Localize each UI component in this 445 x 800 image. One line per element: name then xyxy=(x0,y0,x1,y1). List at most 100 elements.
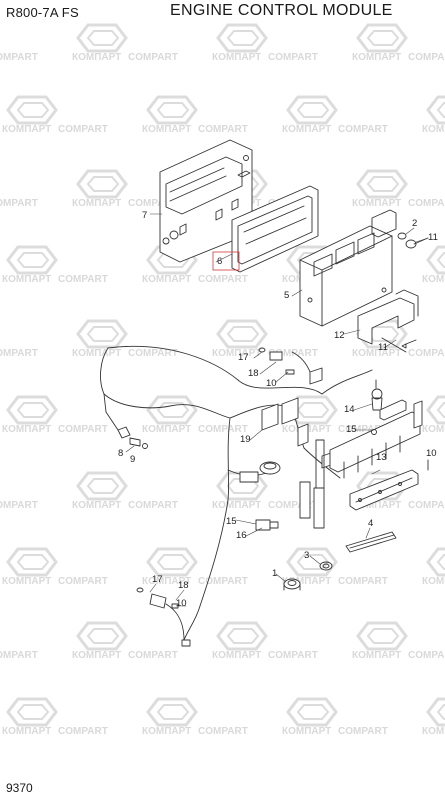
sensor-8 xyxy=(117,426,148,449)
svg-text:COMPART: COMPART xyxy=(408,198,445,209)
svg-text:КОМПАРТ: КОМПАРТ xyxy=(422,726,445,737)
callout-labels: 7 2 11 6 5 12 11 17 18 10 14 15 19 8 9 1… xyxy=(118,210,438,609)
svg-text:COMPART: COMPART xyxy=(128,52,178,63)
watermark-tile: КОМПАРТ COMPART xyxy=(2,697,108,737)
svg-text:COMPART: COMPART xyxy=(128,650,178,661)
callout-17-lower: 17 xyxy=(152,574,163,585)
svg-text:КОМПАРТ: КОМПАРТ xyxy=(142,124,191,135)
svg-text:КОМПАРТ: КОМПАРТ xyxy=(2,274,51,285)
svg-text:COMPART: COMPART xyxy=(0,650,38,661)
svg-text:COMPART: COMPART xyxy=(58,424,108,435)
watermark-tile: КОМПАРТ COMPART xyxy=(2,245,108,285)
bolt-10 xyxy=(401,339,429,471)
svg-text:КОМПАРТ: КОМПАРТ xyxy=(282,124,331,135)
svg-text:COMPART: COMPART xyxy=(198,124,248,135)
svg-text:COMPART: COMPART xyxy=(58,274,108,285)
svg-text:КОМПАРТ: КОМПАРТ xyxy=(212,650,261,661)
callout-8: 8 xyxy=(118,448,123,459)
callout-1: 1 xyxy=(272,568,277,579)
callout-5: 5 xyxy=(284,290,289,301)
svg-text:КОМПАРТ: КОМПАРТ xyxy=(212,500,261,511)
callout-10-lower: 10 xyxy=(176,598,187,609)
svg-text:КОМПАРТ: КОМПАРТ xyxy=(142,726,191,737)
svg-text:КОМПАРТ: КОМПАРТ xyxy=(2,726,51,737)
watermark-layer: КОМПАРТ COMPART КОМПАРТ COMPART КОМПАРТ COMPA… xyxy=(0,23,445,737)
mounting-bracket xyxy=(357,289,419,353)
callout-4: 4 xyxy=(368,518,373,529)
callout-17: 17 xyxy=(238,352,249,363)
svg-text:COMPART: COMPART xyxy=(338,124,388,135)
watermark-tile: КОМПАРТ COMPART xyxy=(2,95,108,135)
watermark-tile: КОМПАРТ COMPART xyxy=(72,621,178,661)
callout-15: 15 xyxy=(346,424,357,435)
svg-text:КОМПАРТ: КОМПАРТ xyxy=(282,726,331,737)
svg-text:COMPART: COMPART xyxy=(268,52,318,63)
svg-text:COMPART: COMPART xyxy=(338,576,388,587)
callout-7: 7 xyxy=(142,210,147,221)
svg-text:КОМПАРТ: КОМПАРТ xyxy=(352,500,401,511)
page-title: ENGINE CONTROL MODULE xyxy=(170,2,393,19)
svg-text:COMPART: COMPART xyxy=(58,726,108,737)
watermark-tile: КОМПАРТ COMPART xyxy=(212,621,318,661)
svg-text:КОМПАРТ: КОМПАРТ xyxy=(352,198,401,209)
callout-10: 10 xyxy=(266,378,277,389)
injector-harness xyxy=(329,399,423,479)
watermark-tile: КОМПАРТ COMPART xyxy=(352,319,445,359)
callout-11: 11 xyxy=(428,232,438,243)
watermark-tile: КОМПАРТ COMPART xyxy=(352,621,445,661)
callout-11-lower: 11 xyxy=(378,342,388,353)
svg-text:КОМПАРТ: КОМПАРТ xyxy=(72,650,121,661)
svg-text:КОМПАРТ: КОМПАРТ xyxy=(422,274,445,285)
svg-text:COMPART: COMPART xyxy=(408,650,445,661)
svg-text:COMPART: COMPART xyxy=(268,348,318,359)
svg-text:COMPART: COMPART xyxy=(58,124,108,135)
svg-text:COMPART: COMPART xyxy=(268,650,318,661)
svg-text:КОМПАРТ: КОМПАРТ xyxy=(422,124,445,135)
svg-text:COMPART: COMPART xyxy=(408,348,445,359)
svg-text:COMPART: COMPART xyxy=(58,576,108,587)
watermark-tile: КОМПАРТ COMPART xyxy=(142,697,248,737)
callout-19: 19 xyxy=(240,434,251,445)
svg-text:COMPART: COMPART xyxy=(0,348,38,359)
sensor-17-upper xyxy=(258,347,311,375)
rail-13 xyxy=(349,469,419,511)
callout-6-highlight xyxy=(212,251,240,271)
washer-and-bolt xyxy=(397,232,429,249)
svg-text:КОМПАРТ: КОМПАРТ xyxy=(142,274,191,285)
svg-text:COMPART: COMPART xyxy=(338,424,388,435)
callout-15-lower: 15 xyxy=(226,516,237,527)
gasket-frame xyxy=(231,185,319,273)
clamp-3 xyxy=(319,561,333,571)
svg-text:COMPART: COMPART xyxy=(198,726,248,737)
svg-text:КОМПАРТ: КОМПАРТ xyxy=(142,576,191,587)
svg-text:КОМПАРТ: КОМПАРТ xyxy=(352,348,401,359)
callout-3: 3 xyxy=(304,550,309,561)
svg-text:КОМПАРТ: КОМПАРТ xyxy=(2,124,51,135)
page-number: 9370 xyxy=(6,781,33,795)
svg-text:КОМПАРТ: КОМПАРТ xyxy=(352,650,401,661)
grommet-1 xyxy=(283,578,301,591)
svg-text:КОМПАРТ: КОМПАРТ xyxy=(142,424,191,435)
svg-text:COMPART: COMPART xyxy=(408,52,445,63)
